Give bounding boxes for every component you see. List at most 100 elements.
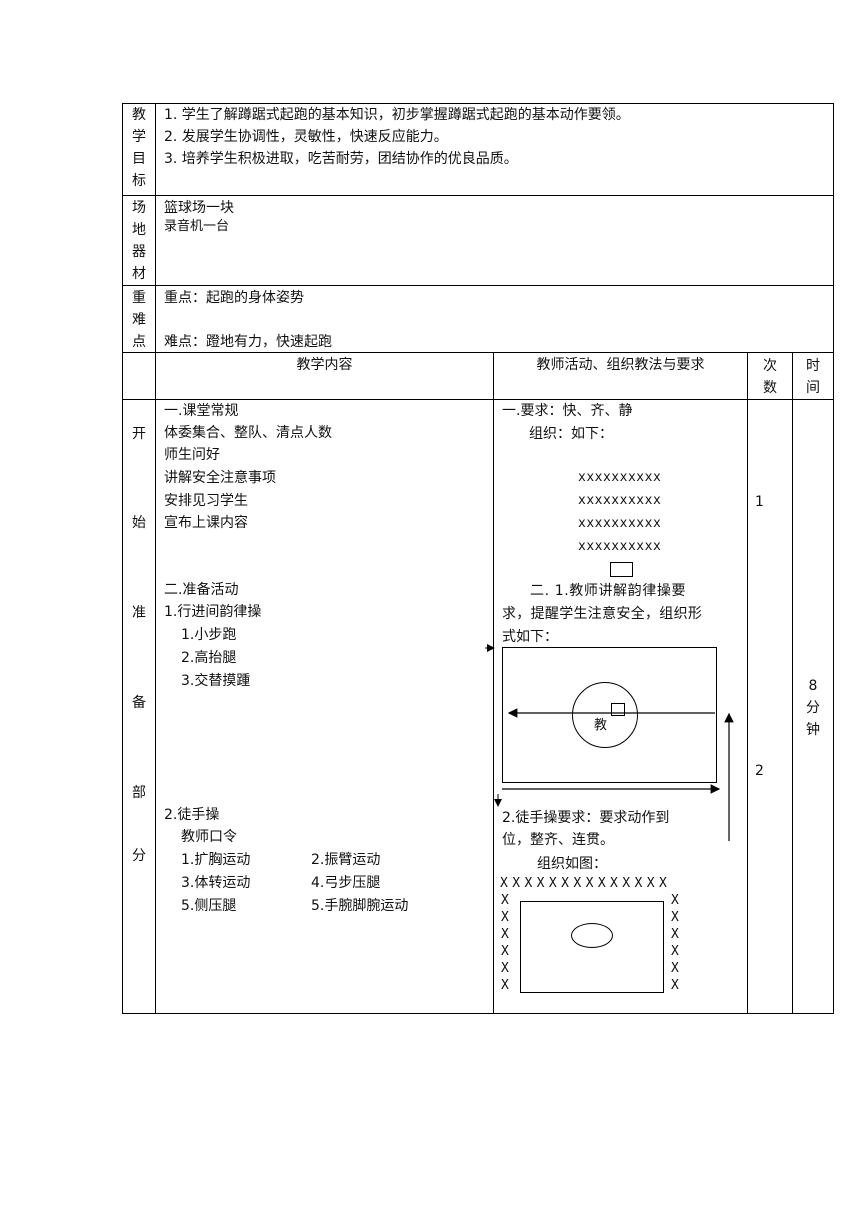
x-mark: X bbox=[501, 893, 509, 908]
goals-label: 教 学 目 标 bbox=[123, 104, 155, 192]
table-border-left bbox=[122, 103, 123, 1014]
section-char: 开 bbox=[132, 426, 146, 442]
section-char: 始 bbox=[132, 515, 146, 531]
rhythm-item: 3.交替摸踵 bbox=[181, 673, 251, 689]
x-mark: X bbox=[671, 944, 679, 959]
header-duration: 时 间 bbox=[797, 355, 829, 399]
freehand-req-line: 位，整齐、连贯。 bbox=[502, 832, 614, 848]
freehand-center-oval bbox=[571, 923, 613, 948]
step2-line: 求，提醒学生注意安全，组织形 bbox=[502, 606, 703, 622]
x-mark: X bbox=[671, 927, 679, 942]
x-mark: X bbox=[501, 961, 509, 976]
routine-item: 讲解安全注意事项 bbox=[164, 470, 276, 486]
venue-line-2: 录音机一台 bbox=[164, 219, 230, 234]
label-char: 学 bbox=[132, 129, 146, 145]
routine-item: 体委集合、整队、清点人数 bbox=[164, 425, 332, 441]
header-content: 教学内容 bbox=[296, 357, 353, 373]
venue-line-1: 篮球场一块 bbox=[164, 200, 234, 216]
organization-2: 组织如图： bbox=[537, 856, 607, 872]
label-char: 地 bbox=[132, 222, 146, 238]
x-mark: X bbox=[671, 961, 679, 976]
header-char: 数 bbox=[763, 380, 777, 396]
table-rule-focus bbox=[122, 352, 834, 353]
x-mark: X bbox=[671, 978, 679, 993]
teacher-mark: 教 bbox=[594, 718, 608, 733]
label-char: 材 bbox=[132, 266, 146, 282]
venue-label: 场 地 器 材 bbox=[123, 197, 155, 285]
step2-line: 二. 1.教师讲解韵律操要 bbox=[530, 583, 687, 599]
key-point: 重点：起跑的身体姿势 bbox=[164, 290, 304, 306]
routine-item: 师生问好 bbox=[164, 447, 220, 463]
court-rectangle bbox=[502, 647, 717, 783]
x-top-row: XXXXXXXXXXXXXX bbox=[500, 876, 672, 891]
difficulty: 难点：蹬地有力，快速起跑 bbox=[164, 334, 332, 350]
rhythm-item: 2.高抬腿 bbox=[181, 650, 237, 666]
formation-row: xxxxxxxxxx bbox=[578, 470, 662, 485]
focus-label: 重 难 点 bbox=[123, 287, 155, 353]
routine-title: 一.课堂常规 bbox=[164, 403, 239, 419]
routine-item: 宣布上课内容 bbox=[164, 515, 248, 531]
formation-row: xxxxxxxxxx bbox=[578, 493, 662, 508]
goal-line-3: 3. 培养学生积极进取，吃苦耐劳，团结协作的优良品质。 bbox=[164, 151, 518, 167]
x-right-column: X X X X X X bbox=[671, 893, 679, 995]
duration-char: 8 bbox=[808, 678, 818, 694]
label-char: 标 bbox=[132, 173, 146, 189]
x-mark: X bbox=[501, 944, 509, 959]
table-border-right bbox=[833, 103, 834, 1014]
table-border-bottom bbox=[122, 1013, 834, 1014]
formation-row: xxxxxxxxxx bbox=[578, 539, 662, 554]
header-teacher: 教师活动、组织教法与要求 bbox=[536, 357, 705, 373]
table-col-teacher bbox=[747, 352, 748, 1014]
table-border-top bbox=[122, 103, 834, 104]
freehand-item: 5.侧压腿 bbox=[181, 898, 237, 914]
x-mark: X bbox=[671, 893, 679, 908]
label-char: 场 bbox=[132, 200, 146, 216]
header-char: 间 bbox=[806, 380, 820, 396]
x-mark: X bbox=[501, 910, 509, 925]
warmup-title: 二.准备活动 bbox=[164, 582, 239, 598]
freehand-item: 3.体转运动 bbox=[181, 875, 251, 891]
label-char: 器 bbox=[132, 244, 146, 260]
duration-char: 钟 bbox=[806, 722, 820, 738]
section-char: 分 bbox=[132, 848, 146, 864]
header-char: 时 bbox=[806, 358, 820, 374]
freehand-item: 4.弓步压腿 bbox=[311, 875, 381, 891]
section-char: 准 bbox=[132, 605, 146, 621]
x-mark: X bbox=[501, 927, 509, 942]
label-char: 教 bbox=[132, 107, 146, 123]
label-char: 重 bbox=[132, 290, 146, 306]
label-char: 点 bbox=[132, 334, 146, 350]
count-second: 2 bbox=[755, 763, 764, 779]
freehand-item: 1.扩胸运动 bbox=[181, 852, 251, 868]
routine-item: 安排见习学生 bbox=[164, 493, 248, 509]
count-first: 1 bbox=[755, 494, 764, 510]
label-char: 目 bbox=[132, 151, 146, 167]
duration-char: 分 bbox=[806, 700, 820, 716]
freehand-lead: 教师口令 bbox=[181, 829, 237, 845]
requirement-1: 一.要求：快、齐、静 bbox=[502, 403, 633, 419]
header-char: 次 bbox=[763, 358, 777, 374]
label-char: 难 bbox=[132, 312, 146, 328]
goal-line-1: 1. 学生了解蹲踞式起跑的基本知识，初步掌握蹲踞式起跑的基本动作要领。 bbox=[164, 107, 630, 123]
table-rule-goals bbox=[122, 195, 834, 196]
table-col-content bbox=[493, 352, 494, 1014]
section-char: 备 bbox=[132, 695, 146, 711]
step2-line: 式如下： bbox=[502, 629, 558, 645]
center-circle bbox=[572, 682, 638, 748]
formation-row: xxxxxxxxxx bbox=[578, 516, 662, 531]
freehand-item: 5.手腕脚腕运动 bbox=[311, 898, 409, 914]
x-left-column: X X X X X X bbox=[501, 893, 509, 995]
freehand-req-line: 2.徒手操要求：要求动作到 bbox=[502, 810, 670, 826]
teacher-position-box bbox=[610, 562, 633, 577]
goal-line-2: 2. 发展学生协调性，灵敏性，快速反应能力。 bbox=[164, 129, 448, 145]
x-mark: X bbox=[671, 910, 679, 925]
freehand-title: 2.徒手操 bbox=[164, 807, 220, 823]
rhythm-title: 1.行进间韵律操 bbox=[164, 604, 262, 620]
section-char: 部 bbox=[132, 785, 146, 801]
organization-1: 组织：如下： bbox=[529, 426, 613, 442]
freehand-item: 2.振臂运动 bbox=[311, 852, 381, 868]
table-col-count bbox=[792, 352, 793, 1014]
duration-value: 8 分 钟 bbox=[797, 675, 829, 741]
